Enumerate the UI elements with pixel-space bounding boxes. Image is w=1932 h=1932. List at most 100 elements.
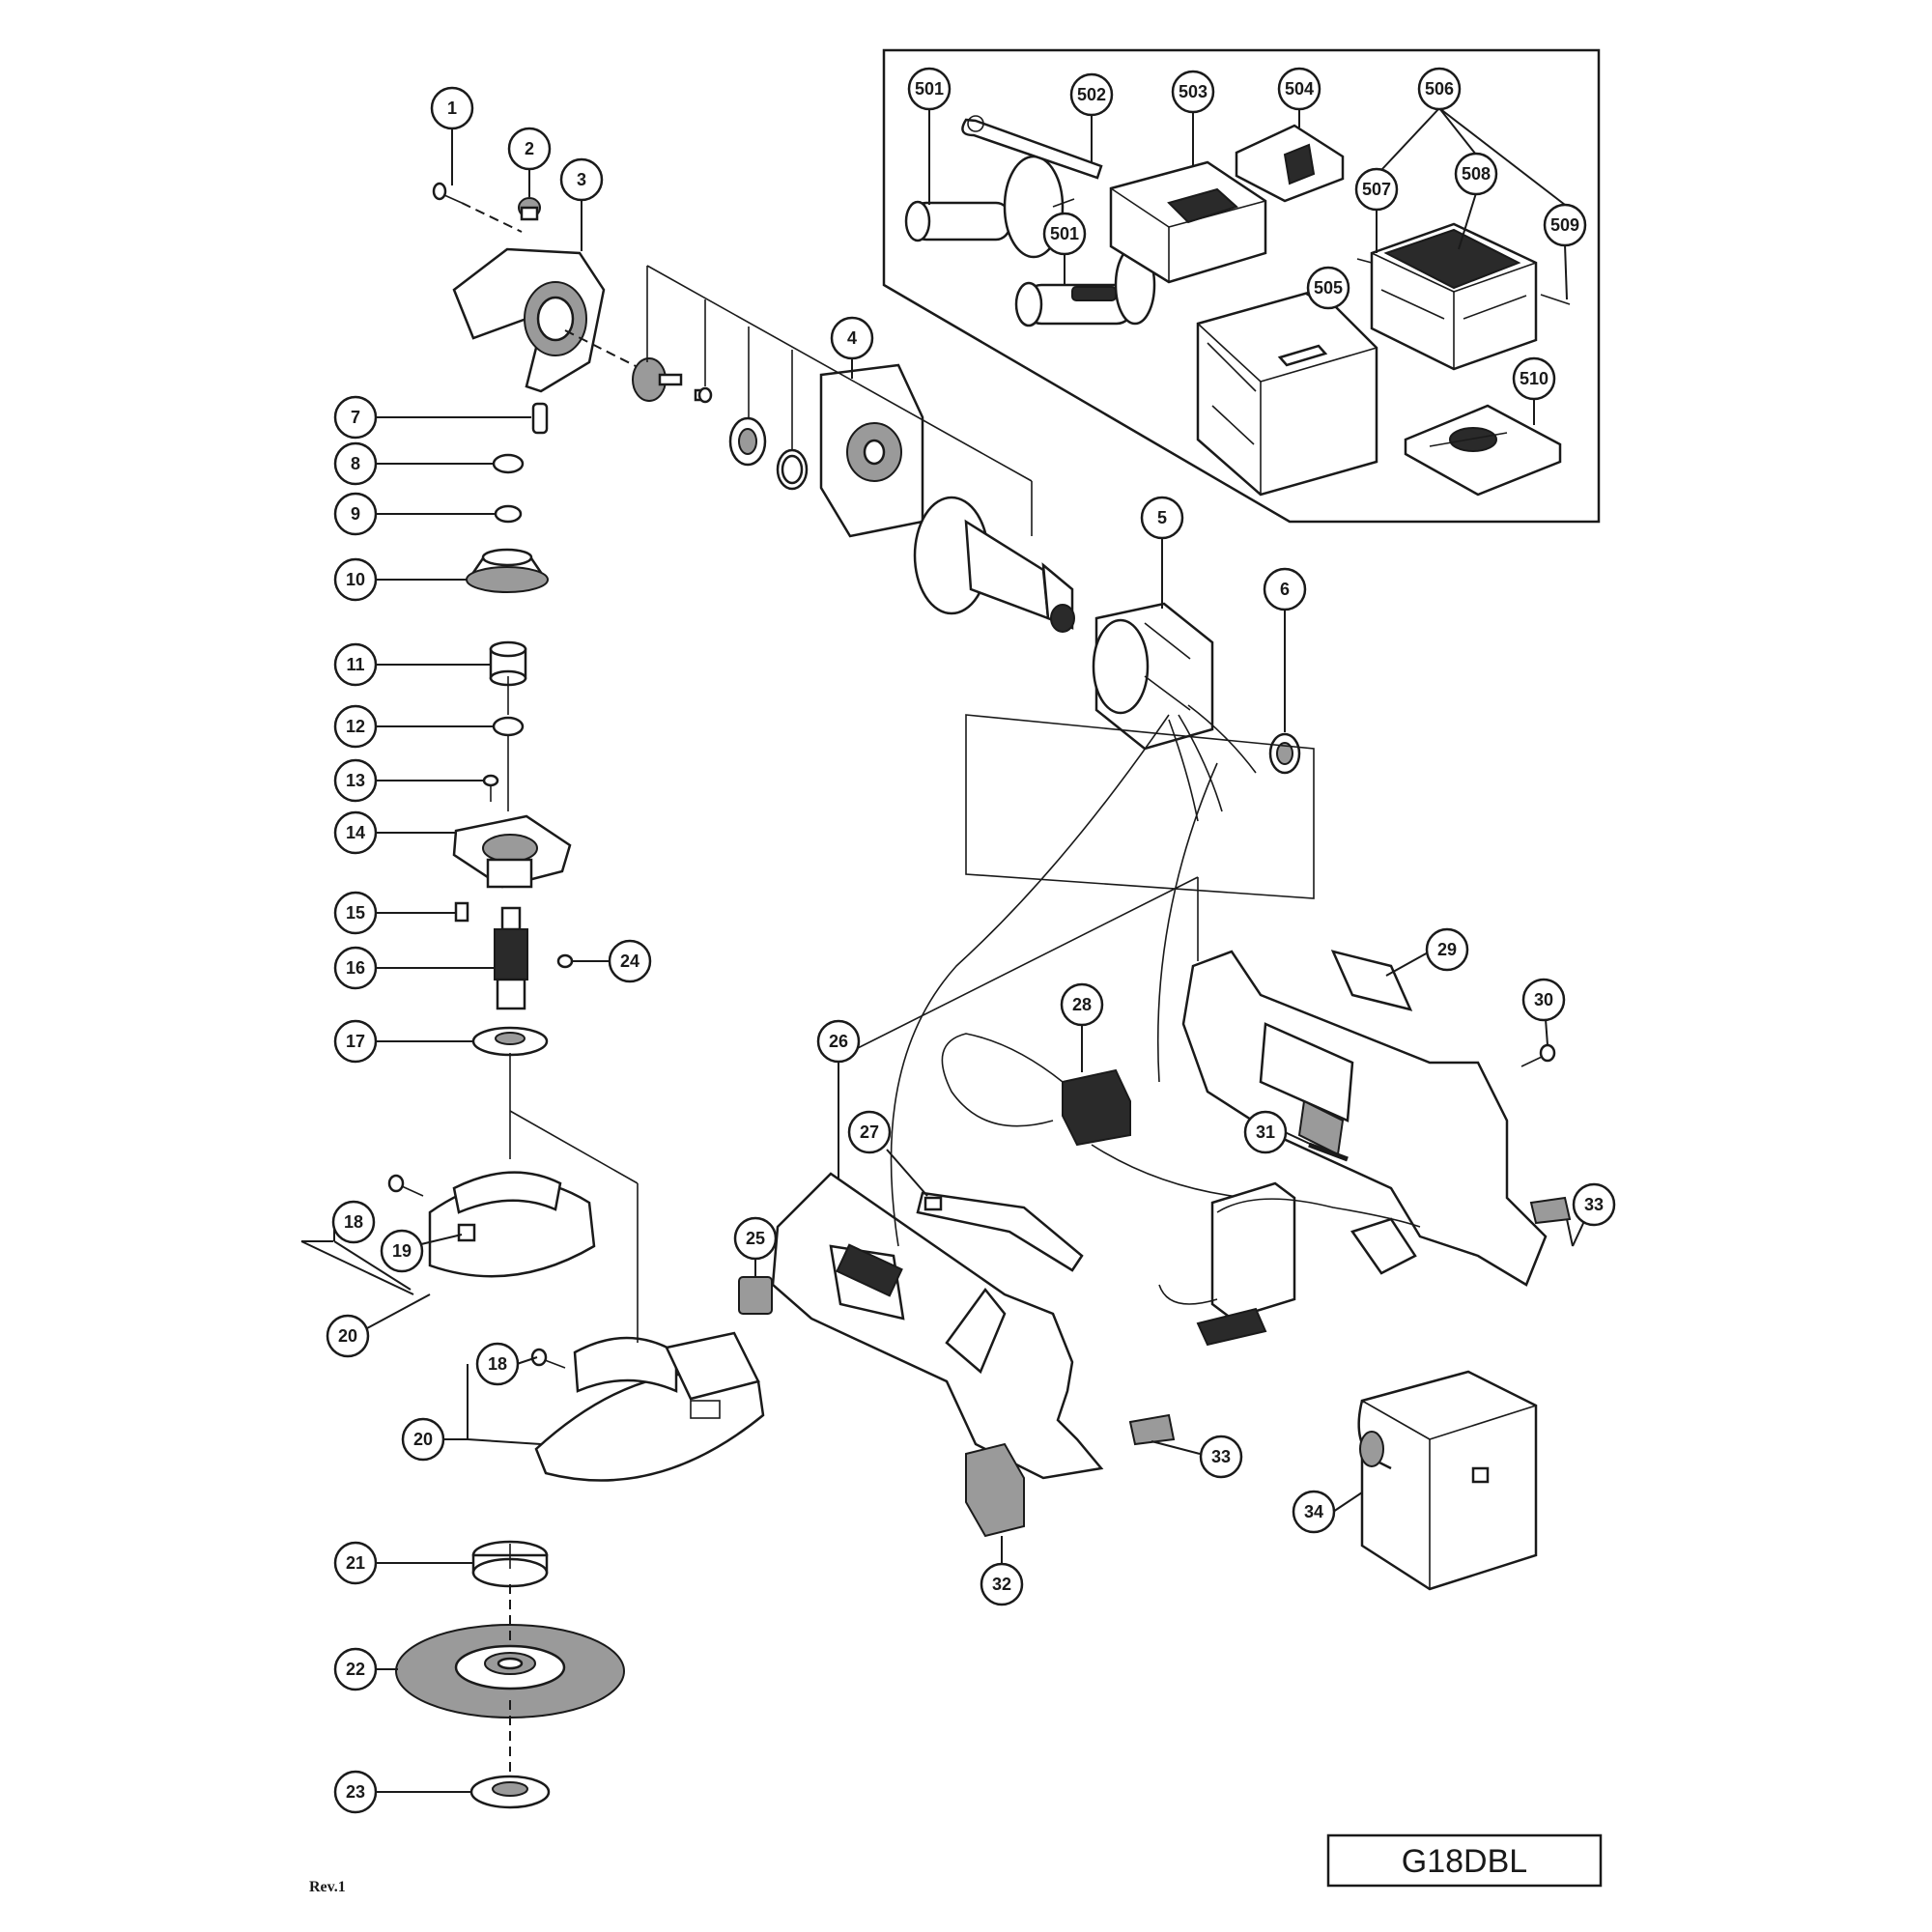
wheel-guard-20-upper — [428, 1171, 596, 1278]
wheel-flange-21 — [471, 1540, 549, 1588]
small-screw — [694, 386, 713, 404]
switch-28 — [941, 1033, 1247, 1199]
callout-29: 29 — [1385, 927, 1469, 977]
accessories-frame — [882, 48, 1601, 524]
stator-5 — [1092, 602, 1214, 751]
model-label-box: G18DBL — [1326, 1833, 1603, 1888]
callout-3: 3 — [559, 157, 604, 251]
wrench-502 — [961, 115, 1103, 180]
callout-4: 4 — [830, 316, 874, 379]
svg-text:28: 28 — [1072, 995, 1092, 1014]
svg-text:16: 16 — [346, 958, 365, 978]
screw-13 — [482, 774, 499, 802]
svg-text:34: 34 — [1304, 1502, 1323, 1521]
switch-lever-27 — [916, 1191, 1084, 1272]
svg-text:6: 6 — [1280, 580, 1290, 599]
svg-text:508: 508 — [1462, 164, 1491, 184]
bevel-gear-10 — [466, 548, 549, 593]
slide-button-32 — [965, 1442, 1025, 1538]
callout-507: 507 — [1354, 167, 1399, 253]
svg-text:26: 26 — [829, 1032, 848, 1051]
callout-26: 26 — [816, 1019, 861, 1179]
svg-text:18: 18 — [344, 1212, 363, 1232]
bearing-6 — [1268, 732, 1301, 775]
svg-text:504: 504 — [1285, 79, 1314, 99]
model-number: G18DBL — [1402, 1843, 1527, 1880]
callout-21: 21 — [333, 1541, 473, 1585]
svg-text:29: 29 — [1437, 940, 1457, 959]
svg-text:9: 9 — [351, 504, 360, 524]
svg-text:501: 501 — [1050, 224, 1079, 243]
callout-8: 8 — [333, 441, 493, 486]
svg-text:505: 505 — [1314, 278, 1343, 298]
button-25 — [738, 1276, 773, 1315]
spacer-33-right — [1529, 1196, 1572, 1225]
callout-1: 1 — [430, 86, 474, 185]
svg-text:15: 15 — [346, 903, 365, 923]
svg-text:22: 22 — [346, 1660, 365, 1679]
callouts: 1 2 3 4 5 6 7 8 9 10 11 12 13 14 15 16 1… — [300, 67, 1616, 1814]
callout-20-lower: 20 — [401, 1364, 542, 1462]
callout-17: 17 — [333, 1019, 473, 1064]
callout-18-upper: 18 — [331, 1200, 412, 1291]
callout-25: 25 — [733, 1216, 778, 1277]
svg-text:5: 5 — [1157, 508, 1167, 527]
callout-503: 503 — [1171, 70, 1215, 166]
svg-text:25: 25 — [746, 1229, 765, 1248]
spindle-16 — [494, 906, 528, 1010]
svg-text:27: 27 — [860, 1122, 879, 1142]
callout-7: 7 — [333, 395, 531, 440]
svg-text:503: 503 — [1179, 82, 1208, 101]
svg-text:20: 20 — [413, 1430, 433, 1449]
callout-16: 16 — [333, 946, 495, 990]
guard-nut-19 — [457, 1223, 476, 1242]
callout-32: 32 — [980, 1536, 1024, 1606]
callout-30: 30 — [1521, 978, 1566, 1046]
inner-tray-510 — [1404, 404, 1562, 497]
callout-9: 9 — [333, 492, 495, 536]
screw-18-lower — [530, 1348, 566, 1369]
label-29 — [1330, 950, 1413, 1011]
battery-cover-504 — [1235, 124, 1345, 203]
callout-505: 505 — [1305, 266, 1350, 310]
callout-28: 28 — [1060, 982, 1104, 1072]
callout-13: 13 — [333, 758, 483, 803]
svg-text:12: 12 — [346, 717, 365, 736]
tool-case-506 — [1370, 222, 1538, 371]
charger-503 — [1109, 160, 1267, 284]
plug-2 — [518, 197, 541, 221]
screw-1 — [432, 182, 463, 204]
motor-wires — [1168, 704, 1257, 822]
svg-text:31: 31 — [1256, 1122, 1275, 1142]
retaining-ring-12 — [492, 716, 525, 737]
callout-23: 23 — [333, 1770, 471, 1814]
callout-31: 31 — [1243, 1110, 1313, 1154]
callout-10: 10 — [333, 557, 467, 602]
svg-text:32: 32 — [992, 1575, 1011, 1594]
callout-5: 5 — [1140, 496, 1184, 609]
svg-text:23: 23 — [346, 1782, 365, 1802]
svg-text:17: 17 — [346, 1032, 365, 1051]
screw-18-upper — [387, 1174, 424, 1197]
svg-text:4: 4 — [847, 328, 857, 348]
svg-text:509: 509 — [1550, 215, 1579, 235]
svg-text:11: 11 — [346, 655, 364, 674]
callout-27: 27 — [847, 1110, 928, 1197]
bearing — [728, 416, 767, 467]
callout-18-lower: 18 — [475, 1342, 538, 1386]
housing-29 — [1181, 950, 1548, 1287]
callout-509: 509 — [1543, 203, 1587, 300]
callout-14: 14 — [333, 810, 456, 855]
svg-text:510: 510 — [1520, 369, 1548, 388]
callout-24: 24 — [572, 939, 652, 983]
callout-33-right: 33 — [1566, 1182, 1616, 1247]
callout-33-left: 33 — [1151, 1435, 1243, 1479]
svg-text:19: 19 — [392, 1241, 412, 1261]
svg-text:33: 33 — [1584, 1195, 1604, 1214]
svg-text:14: 14 — [346, 823, 365, 842]
callout-504: 504 — [1277, 67, 1321, 128]
callout-34: 34 — [1292, 1490, 1363, 1534]
key-24 — [556, 953, 574, 969]
spacer-33-left — [1128, 1413, 1176, 1446]
carrying-case-505 — [1196, 288, 1378, 497]
